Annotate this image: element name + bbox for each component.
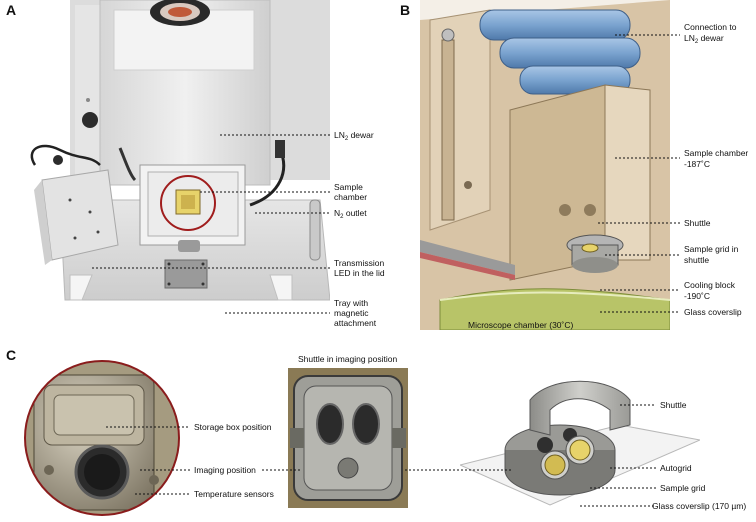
panel-b-letter: B xyxy=(400,2,411,18)
connection-ln2-line: LN2 dewar xyxy=(684,33,736,45)
label-sample-grid-b: Sample grid in shuttle xyxy=(684,244,739,265)
label-temperature-sensors: Temperature sensors xyxy=(194,489,274,499)
label-shuttle-c: Shuttle xyxy=(660,400,687,410)
label-n2-outlet: N2 outlet xyxy=(334,208,367,220)
label-tray: Tray with magnetic attachment xyxy=(334,298,377,328)
label-autogrid: Autogrid xyxy=(660,463,692,473)
label-sample-chamber-a: Sample chamber xyxy=(334,182,368,202)
label-connection-ln2: Connection to LN2 dewar xyxy=(684,22,737,45)
panel-b-leaders xyxy=(598,34,680,313)
label-sample-grid-c: Sample grid xyxy=(660,483,706,493)
panel-c-shuttle-photo xyxy=(288,368,408,508)
label-glass-coverslip-c: Glass coverslip (170 µm) xyxy=(652,501,747,511)
connection-ln-text: LN xyxy=(684,33,695,43)
label-storage-box: Storage box position xyxy=(194,422,272,432)
dewar-text: dewar xyxy=(348,130,374,140)
n2-text: N xyxy=(334,208,341,218)
n2-subscript: 2 xyxy=(340,214,344,220)
label-cooling-block: Cooling block -190˚C xyxy=(684,280,735,302)
label-microscope-chamber: Microscope chamber (30˚C) xyxy=(468,320,574,330)
panel-a-letter: A xyxy=(6,2,17,18)
label-glass-coverslip-b: Glass coverslip xyxy=(684,307,742,317)
panel-c-letter: C xyxy=(6,347,17,363)
panel-b-cad-render xyxy=(420,0,670,330)
panel-a-leaders xyxy=(92,134,330,314)
label-shuttle-imaging-title: Shuttle in imaging position xyxy=(298,354,398,364)
connection-subscript: 2 xyxy=(694,39,699,45)
label-sample-chamber-b: Sample chamber -187˚C xyxy=(684,148,748,170)
ln2-subscript: 2 xyxy=(344,136,349,142)
outlet-text: outlet xyxy=(343,208,367,218)
connection-dewar-text: dewar xyxy=(698,33,724,43)
label-shuttle-b: Shuttle xyxy=(684,218,711,228)
connection-to-text: Connection to xyxy=(684,22,737,32)
panel-c-storage-photo xyxy=(24,360,180,516)
sample-chamber-temp: -187˚C xyxy=(684,159,710,169)
label-imaging-position: Imaging position xyxy=(194,465,256,475)
panel-a-photo xyxy=(30,0,330,301)
sample-chamber-b-text: Sample chamber xyxy=(684,148,749,158)
cooling-block-text: Cooling block xyxy=(684,280,736,290)
label-transmission-led: Transmission LED in the lid xyxy=(334,258,385,278)
ln2-text: LN xyxy=(334,130,345,140)
label-ln2-dewar: LN2 dewar xyxy=(334,130,374,142)
panel-c-shuttle-render xyxy=(460,380,700,506)
cooling-block-temp: -190˚C xyxy=(684,291,710,301)
